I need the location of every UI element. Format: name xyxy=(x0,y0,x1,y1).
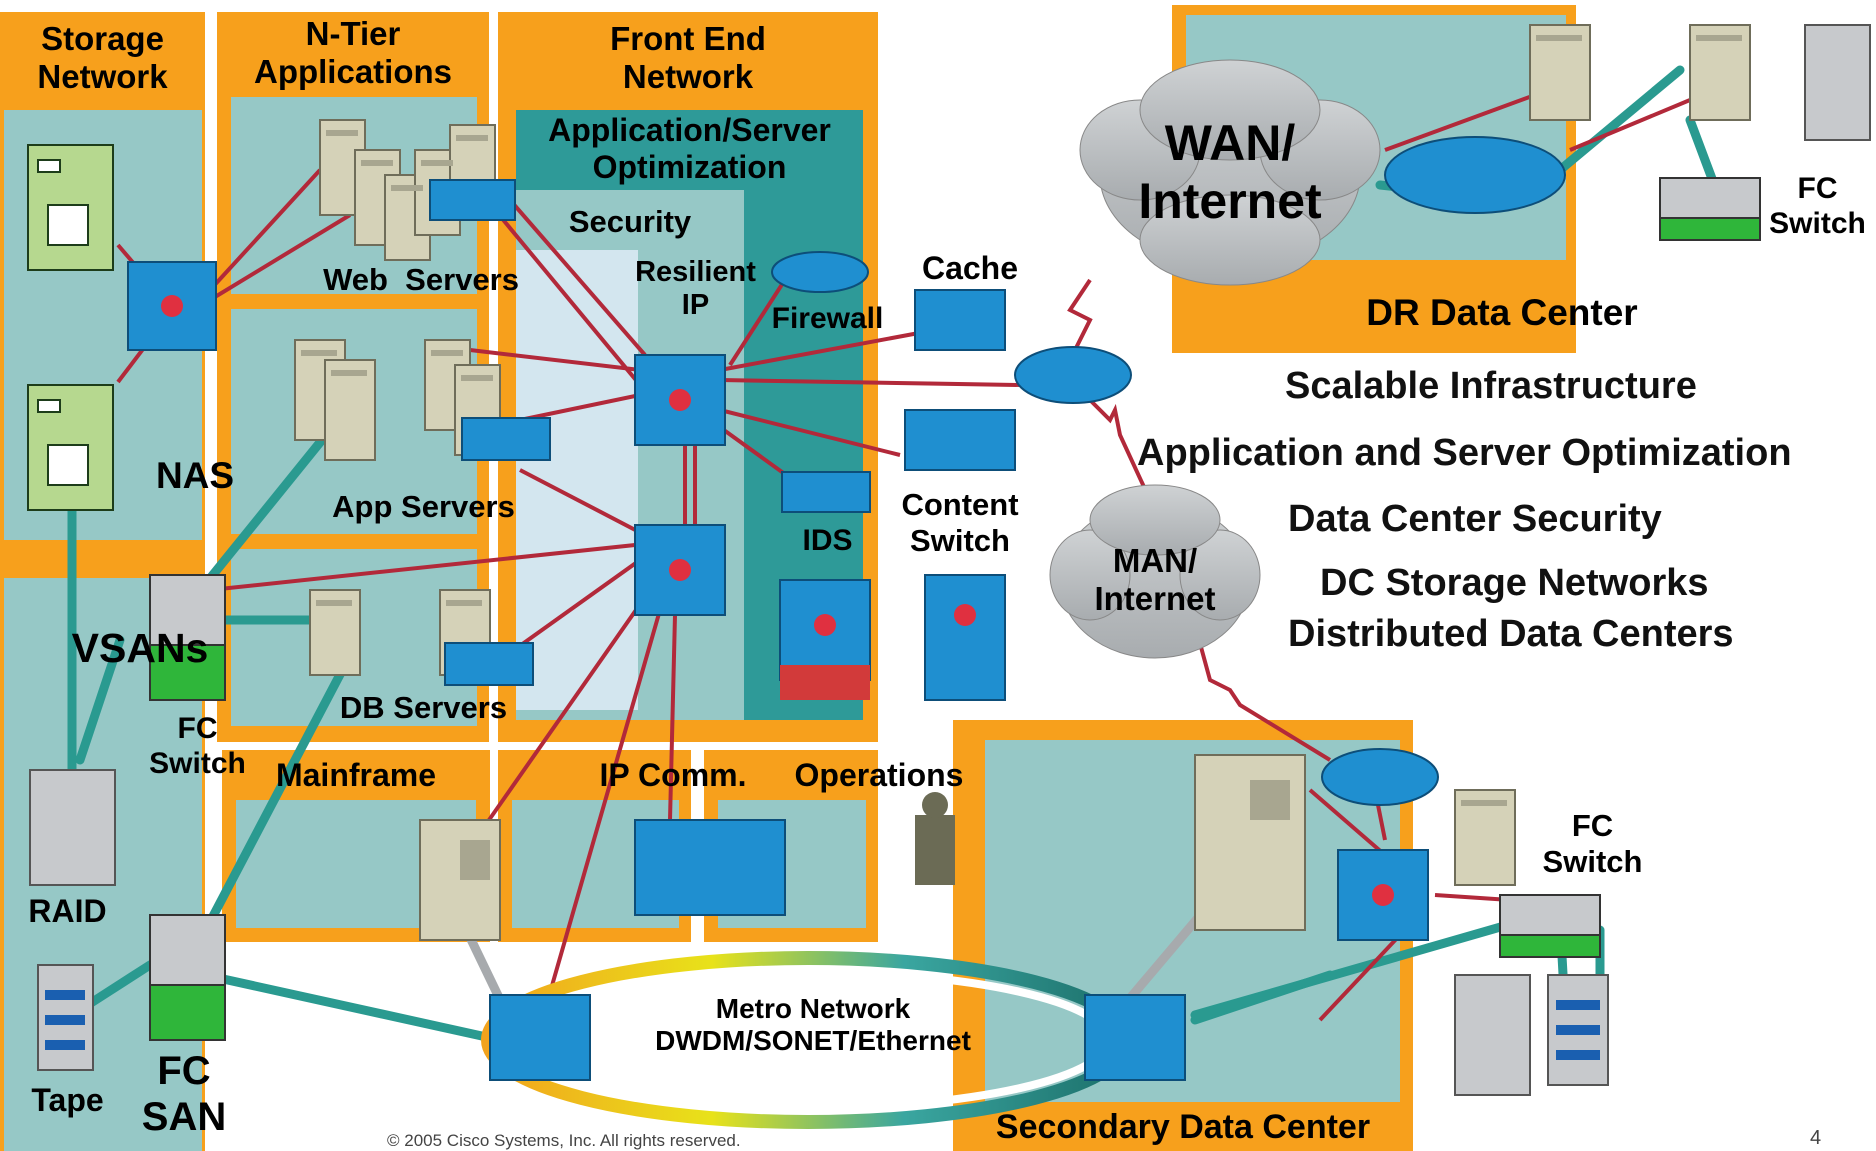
solution-dc-storage-networks: DC Storage Networks xyxy=(1320,562,1709,604)
nas-units xyxy=(27,144,114,511)
web-servers-label: Web Servers xyxy=(323,262,519,297)
ntier-label: N-Tier Applications xyxy=(253,15,453,90)
wan-cloud xyxy=(1079,59,1381,286)
server-bays xyxy=(301,35,1742,880)
tape-label: Tape xyxy=(31,1082,104,1118)
db-servers-label: DB Servers xyxy=(339,690,508,725)
firewall-label: Firewall xyxy=(771,302,884,335)
ip-phone xyxy=(634,819,786,916)
copyright-text: © 2005 Cisco Systems, Inc. All rights re… xyxy=(387,1131,741,1150)
app-servers-label: App Servers xyxy=(332,489,515,524)
fc-switch-dr-label: FC Switch xyxy=(1769,172,1866,240)
routers xyxy=(771,136,1566,806)
fc-switch-left-label: FC Switch xyxy=(149,712,246,780)
secondary-data-center-label: Secondary Data Center xyxy=(995,1108,1371,1146)
nas-label: NAS xyxy=(155,455,235,496)
switch-hubs xyxy=(161,295,1394,906)
cache-label: Cache xyxy=(921,250,1019,286)
storage-network-label: Storage Network xyxy=(37,20,168,95)
ids-label: IDS xyxy=(802,524,853,557)
fc-switches xyxy=(149,177,1761,1041)
security-label: Security xyxy=(568,204,692,239)
operations-label: Operations xyxy=(794,757,964,793)
tape-slots xyxy=(45,990,1600,1060)
solution-data-center-security: Data Center Security xyxy=(1288,498,1662,540)
multilayer-switches xyxy=(127,261,1429,941)
man-cloud xyxy=(1049,484,1261,659)
dr-data-center-label: DR Data Center xyxy=(1366,292,1638,333)
mainframe-label: Mainframe xyxy=(275,757,437,793)
firewall-bricks xyxy=(780,665,870,700)
wan-internet-label: WAN/ Internet xyxy=(1138,115,1322,229)
load-balancers xyxy=(429,179,1016,686)
fc-switch-secondary-label: FC Switch xyxy=(1542,808,1643,879)
content-switch-label: Content Switch xyxy=(901,487,1019,558)
app-server-opt-label: Application/Server Optimization xyxy=(548,112,831,185)
resilient-ip-label: Resilient IP xyxy=(635,256,756,322)
solution-distributed-data-centers: Distributed Data Centers xyxy=(1288,613,1734,655)
frontend-label: Front End Network xyxy=(610,20,766,95)
raid-units xyxy=(29,24,1871,1096)
vsans-label: VSANs xyxy=(71,625,209,671)
solution-app-server-optimization: Application and Server Optimization xyxy=(1137,432,1792,474)
metro-network-label: Metro Network DWDM/SONET/Ethernet xyxy=(655,993,971,1057)
operator xyxy=(915,792,955,885)
raid-label: RAID xyxy=(28,893,107,929)
solution-scalable-infrastructure: Scalable Infrastructure xyxy=(1285,365,1697,407)
page-number: 4 xyxy=(1810,1127,1822,1149)
fc-san-label: FC SAN xyxy=(141,1049,227,1139)
man-internet-label: MAN/ Internet xyxy=(1094,542,1216,617)
ip-comm-label: IP Comm. xyxy=(599,757,747,793)
optical-nodes xyxy=(489,994,1186,1081)
